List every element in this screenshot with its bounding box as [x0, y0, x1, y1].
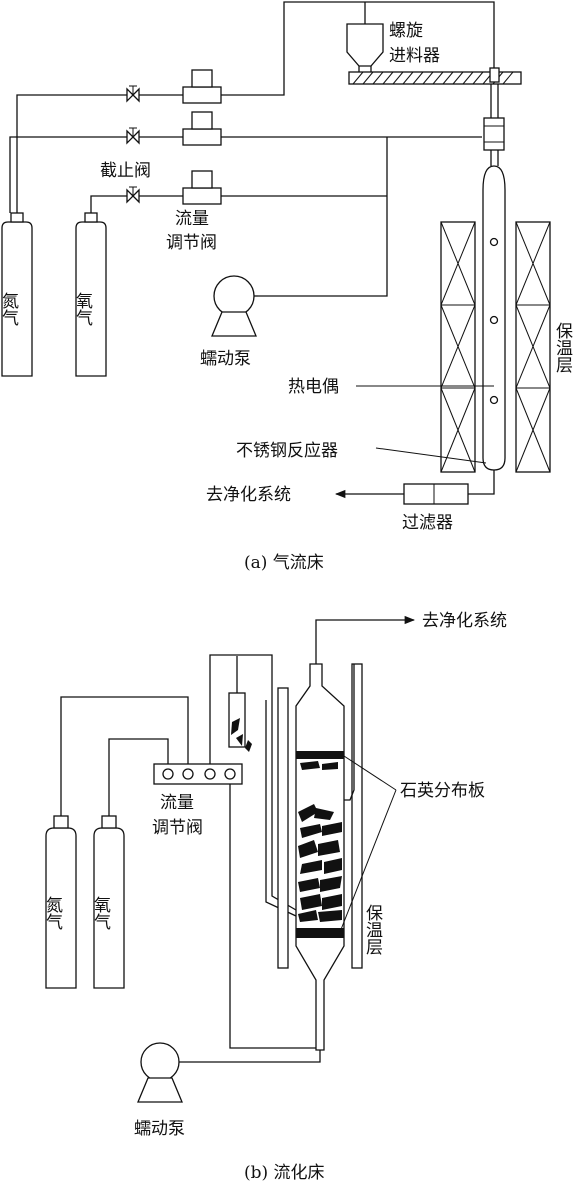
flow-valve-label-a-line1: 流量	[175, 209, 209, 229]
stop-valve-label: 截止阀	[100, 161, 151, 181]
filter-label: 过滤器	[402, 513, 453, 533]
figure-a-entrained-flow-bed: 氮气 氧气	[0, 1, 573, 573]
to-purification-label-a: 去净化系统	[206, 485, 291, 505]
flow-valve-label-a-line2: 调节阀	[166, 233, 217, 253]
feeder-tube-b	[228, 656, 252, 752]
stop-valve-2	[126, 127, 140, 145]
reactor-label: 不锈钢反应器	[236, 441, 338, 461]
oxygen-label-b: 氧气	[90, 896, 111, 930]
thermocouple-label: 热电偶	[288, 377, 339, 397]
flow-valve-label-b-line1: 流量	[160, 793, 194, 813]
peristaltic-pump-a	[211, 275, 258, 337]
oxygen-cylinder-a: 氧气	[72, 212, 107, 377]
flow-valve-block-b	[153, 763, 243, 785]
pump-label-a: 蠕动泵	[200, 349, 251, 369]
pump-label-b: 蠕动泵	[134, 1119, 185, 1139]
screw-feeder	[346, 23, 522, 85]
fluidized-reactor	[295, 663, 345, 1051]
oxygen-label-a: 氧气	[72, 292, 93, 326]
caption-a: (a) 气流床	[244, 553, 324, 573]
insulation-left-a	[440, 221, 476, 473]
to-purification-label-b: 去净化系统	[422, 611, 507, 631]
insulation-label-a: 保温层	[552, 322, 573, 373]
nitrogen-label-a: 氮气	[0, 292, 19, 326]
peristaltic-pump-b	[137, 1042, 321, 1103]
insulation-right-a	[515, 221, 551, 473]
stop-valve-1	[126, 85, 140, 103]
nitrogen-label-b: 氮气	[42, 896, 63, 930]
screw-feeder-label-line2: 进料器	[389, 46, 440, 66]
caption-b: (b) 流化床	[244, 1163, 325, 1183]
flow-valve-label-b-line2: 调节阀	[152, 818, 203, 838]
flow-valve-1	[182, 69, 222, 104]
screw-feeder-label-line1: 螺旋	[389, 21, 423, 41]
flow-valve-2	[182, 111, 222, 146]
oxygen-cylinder-b: 氧气	[90, 815, 125, 989]
nitrogen-cylinder-b: 氮气	[42, 815, 77, 989]
stainless-reactor	[482, 165, 506, 471]
stop-valve-3	[126, 186, 140, 204]
figure-b-fluidized-bed: 氮气 氧气	[42, 611, 507, 1183]
filter-a	[403, 483, 469, 505]
flow-valve-3	[182, 170, 222, 205]
quartz-plate-label: 石英分布板	[400, 781, 485, 801]
insulation-label-b: 保温层	[362, 904, 383, 955]
nitrogen-cylinder-a: 氮气	[0, 212, 33, 377]
